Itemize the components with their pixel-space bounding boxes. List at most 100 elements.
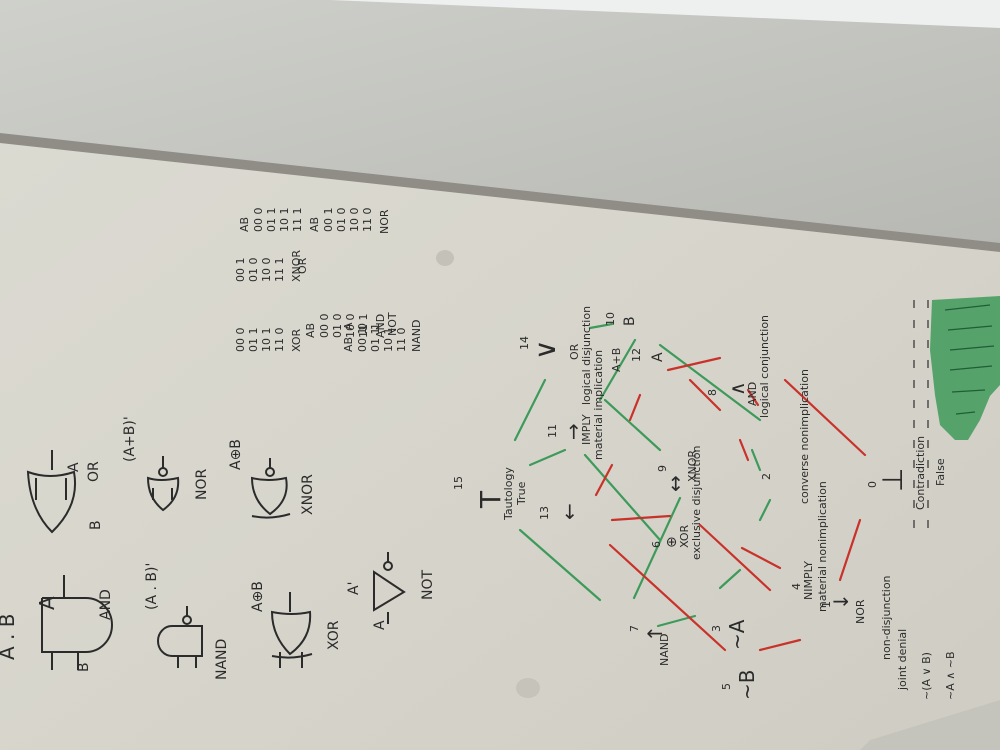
green-lines (513, 322, 772, 628)
and-table-row: 01 0 (331, 314, 344, 339)
xnor-table-row: 01 0 (247, 258, 260, 283)
xnor-gate-icon (250, 458, 291, 519)
nand-gate-label: NAND (214, 639, 230, 680)
and-input-b: B (76, 662, 92, 672)
node-3-num: 3 (710, 625, 723, 632)
node-15-sub: True (515, 481, 528, 506)
nand-expr: (A . B)' (144, 563, 160, 610)
node-4-label: NIMPLY (802, 561, 815, 600)
wall-edge (0, 133, 1000, 252)
not-expr: A' (346, 582, 362, 595)
node-0-num: 0 (866, 481, 879, 488)
nor-table-row: 11 0 (361, 208, 374, 233)
node-5-num: 5 (720, 683, 733, 690)
nor-table-row: 01 0 (335, 208, 348, 233)
or-gate-label: OR (86, 461, 102, 482)
node-6-symbol: ⊕ (664, 536, 680, 548)
node-8-symbol: ∧ (725, 381, 749, 396)
or-table-row: 00 0 (252, 208, 265, 233)
node-6-num: 6 (650, 541, 663, 548)
xor-table-row: 10 1 (260, 328, 273, 353)
node-14-num: 14 (518, 336, 531, 350)
nor-expr: (A+B)' (122, 416, 138, 462)
nor-gate-icon (146, 456, 180, 512)
node-11-label: IMPLY (580, 414, 593, 445)
lattice-lines (513, 322, 867, 652)
node-13-symbol: ← (557, 503, 581, 520)
node-2-label: converse nonimplication (798, 369, 811, 504)
node-7-num: 7 (628, 625, 641, 632)
nand-table-label: NAND (410, 320, 423, 352)
xor-table-row: 00 0 (234, 328, 247, 353)
node-2-num: 2 (760, 473, 773, 480)
not-table-header: A (342, 322, 355, 330)
xor-gate-icon (270, 592, 313, 668)
node-7-label: NAND (658, 634, 671, 666)
node-11-num: 11 (546, 424, 559, 438)
node-9-symbol: ↔ (663, 475, 687, 492)
xnor-table-row: 10 0 (260, 258, 273, 283)
node-9-num: 9 (656, 465, 669, 472)
node-6-sub: exclusive disjunction (690, 446, 703, 560)
node-15-num: 15 (452, 476, 465, 490)
or-input-b: B (88, 520, 104, 530)
or-gate-icon (26, 450, 76, 534)
and-gate-label: AND (98, 589, 114, 620)
nor-gate-label: NOR (194, 469, 210, 500)
nor-table-header: AB (308, 217, 321, 232)
not-table-row: 1 (369, 323, 382, 330)
node-15-symbol: T (474, 490, 507, 509)
node-1-label: NOR (854, 599, 867, 624)
node-5-symbol: ~B (735, 670, 759, 700)
node-11-symbol: → (561, 423, 585, 440)
xor-table-label: XOR (290, 329, 303, 352)
not-table-label: NOT (386, 312, 399, 336)
node-1-sub: non-disjunction (880, 575, 893, 660)
node-14-label: OR (568, 343, 581, 360)
node-14-symbol: ∨ (529, 340, 562, 361)
node-8-num: 8 (706, 389, 719, 396)
or-input-a: A (66, 462, 82, 472)
and-table-header: AB (304, 323, 317, 338)
and-table-row: 10 0 (344, 314, 357, 339)
nor-table-row: 00 1 (322, 208, 335, 233)
not-table-row: 0 (356, 323, 369, 330)
xor-expr: A⊕B (250, 581, 266, 612)
node-1-num: 1 (820, 601, 833, 608)
node-12-num: 12 (630, 348, 643, 362)
node-0-label: Contradiction (914, 436, 927, 510)
or-table-row: 11 1 (291, 208, 304, 233)
demorgan-line-2: ~(A ∨ B) (920, 652, 933, 700)
xnor-table-label: XNOR (290, 250, 303, 282)
node-10-num: 10 (604, 312, 617, 326)
nor-table-label: NOR (378, 209, 391, 234)
demorgan-line-3: ~A ∧ ~B (944, 651, 957, 700)
nand-table-row: 11 0 (395, 328, 408, 353)
node-4-sub: material nonimplication (816, 481, 829, 612)
wall-hole (516, 678, 540, 698)
and-expr: A . B (0, 614, 19, 660)
and-input-a: A (35, 596, 59, 610)
not-input-a: A (372, 620, 388, 630)
not-gate-icon (373, 552, 406, 624)
node-6-label: XOR (678, 525, 691, 548)
node-9-label: XNOR (686, 450, 699, 482)
nand-table-row: 01 1 (369, 328, 382, 353)
node-4-num: 4 (790, 583, 803, 590)
node-11-sub: material implication (592, 350, 605, 460)
and-table-row: 11 1 (357, 314, 370, 339)
xnor-table-row: 00 1 (234, 258, 247, 283)
xnor-expr: A⊕B (228, 439, 244, 470)
node-10-symbol: B (622, 316, 638, 326)
nor-table-row: 10 0 (348, 208, 361, 233)
nand-table-row: 00 1 (356, 328, 369, 353)
or-table-header: AB (238, 217, 251, 232)
and-gate-icon (41, 575, 113, 670)
wall-hole (436, 250, 454, 266)
node-8-label: AND (746, 382, 759, 406)
and-table-label: AND (374, 314, 387, 338)
node-8-sub: logical conjunction (758, 315, 771, 418)
node-3-symbol: ~A (725, 619, 749, 650)
not-gate-label: NOT (420, 570, 436, 600)
